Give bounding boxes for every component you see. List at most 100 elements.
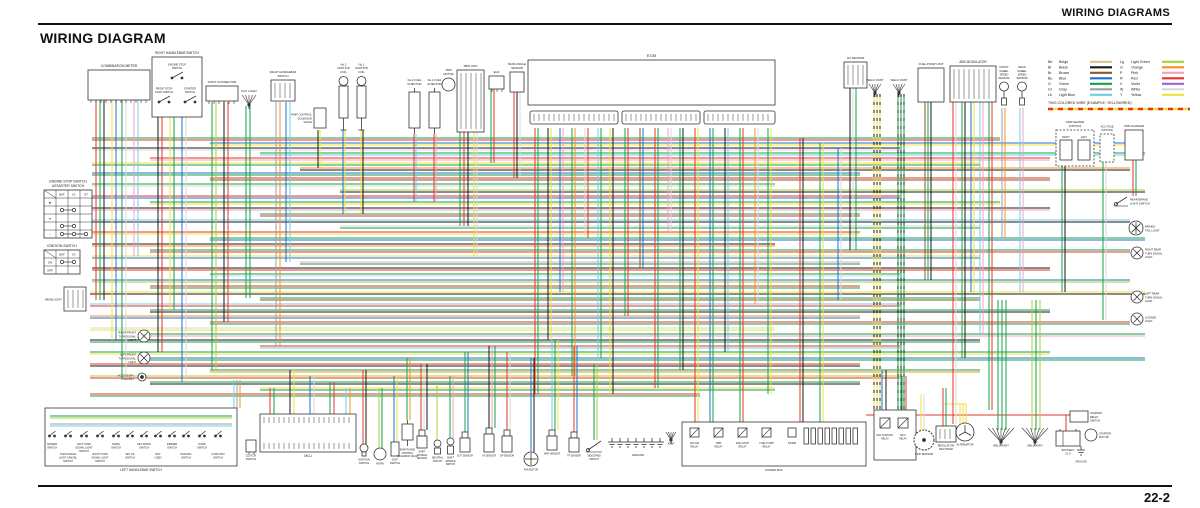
shape-circle — [53, 434, 56, 438]
weld-joint-c — [987, 427, 1002, 443]
ground-row-label: GROUND — [632, 453, 644, 457]
o2-sensor — [843, 61, 868, 89]
shape-circle — [117, 434, 120, 438]
fuel-pump-unit — [917, 67, 945, 103]
shape-circle — [101, 434, 104, 438]
legend-code: R — [1120, 77, 1123, 81]
switch — [65, 430, 72, 437]
aux-light — [245, 94, 250, 106]
table-row-sym: OFF — [47, 269, 53, 273]
combination-meter — [87, 69, 151, 101]
document-header: WIRING DIAGRAMS — [1061, 7, 1170, 19]
ecm-label: ECM — [647, 53, 656, 58]
fuse — [810, 427, 816, 445]
fuse — [838, 427, 844, 445]
shape-line — [1115, 196, 1128, 205]
table-row-sym: ON — [48, 261, 53, 265]
headlight-label: HEADLIGHT — [45, 298, 62, 302]
brake-tail-light-label: BRAKE/TAIL LIGHT — [1145, 225, 1160, 233]
o2-sensor-label: O2 SENSOR — [847, 56, 865, 60]
shape-line — [43, 189, 57, 199]
legend-code: O — [1120, 66, 1123, 70]
diode-label: DIODE — [788, 442, 796, 445]
shape-rect — [501, 435, 513, 453]
ecm-connector — [703, 110, 776, 125]
left-handlebar-switch-caption: LEFT HANDLEBAR SWITCH — [120, 468, 162, 472]
shape-circle — [219, 434, 222, 438]
legend-code: P — [1120, 71, 1123, 75]
shape-circle — [60, 208, 64, 212]
shape-rect — [1001, 97, 1007, 106]
evap-purge-control-solenoid-valve — [401, 423, 414, 441]
switch — [199, 430, 206, 437]
vs-sensor-label: VS SENSOR — [482, 454, 496, 457]
shape-line — [958, 431, 966, 436]
switch — [169, 430, 176, 437]
joint-connector-a-label: JOINT CONNECTOR — [208, 80, 238, 84]
shape-circle — [84, 232, 88, 236]
vs-sensor — [485, 427, 493, 435]
right-handlebar-switch-box-label: RIGHT HANDLEBAR SWITCH — [155, 51, 199, 55]
shape-rect — [434, 447, 441, 455]
legend-name: Beige — [1059, 60, 1068, 64]
shape-line — [1133, 315, 1141, 323]
shape-circle — [60, 260, 64, 264]
legend-code: Gr — [1048, 88, 1053, 92]
grip-heater-inner-label: RIGHT — [1062, 136, 1070, 139]
shape-circle — [72, 260, 76, 264]
shape-line — [713, 427, 724, 438]
legend-name: Brown — [1059, 71, 1069, 75]
mcu — [259, 413, 357, 453]
gp-sensor — [503, 429, 511, 437]
no1-fuel-injector — [428, 91, 441, 129]
shape-circle — [173, 434, 176, 438]
legend-name: Green — [1059, 82, 1069, 86]
weld-joint-c — [1000, 427, 1015, 443]
shift-spindle-switch — [446, 437, 455, 446]
weld-joint-c — [1000, 427, 1010, 443]
tbw-motor — [441, 77, 456, 92]
no1-ignition-coil — [356, 76, 367, 86]
switch — [49, 430, 56, 437]
shape-circle — [193, 100, 197, 104]
weld-joint-d — [1034, 427, 1044, 443]
neutral-switch — [433, 439, 442, 448]
table-col: IG — [72, 193, 76, 197]
weld-joint-b — [892, 83, 900, 94]
usb-charger — [1124, 129, 1144, 161]
starter-motor — [1084, 428, 1098, 442]
weld-joint-d — [1030, 427, 1036, 443]
grip-heater-inner-label: LEFT — [1081, 136, 1087, 139]
shape-rect — [361, 451, 367, 457]
legend-code: Lg — [1120, 60, 1124, 64]
abs-modulator — [949, 65, 997, 103]
ecm — [527, 59, 776, 106]
regulator-rectifier-label: REGULATOR/RECTIFIER — [938, 444, 955, 452]
tp-sensor-label: TP SENSOR — [567, 454, 581, 457]
ground-battery-label: GROUND — [1075, 460, 1087, 464]
power-box — [681, 421, 867, 467]
eot-sensor-label: EOT SENSOR — [457, 454, 473, 457]
weld-joint-d — [1034, 427, 1049, 443]
shape-circle — [922, 438, 926, 442]
